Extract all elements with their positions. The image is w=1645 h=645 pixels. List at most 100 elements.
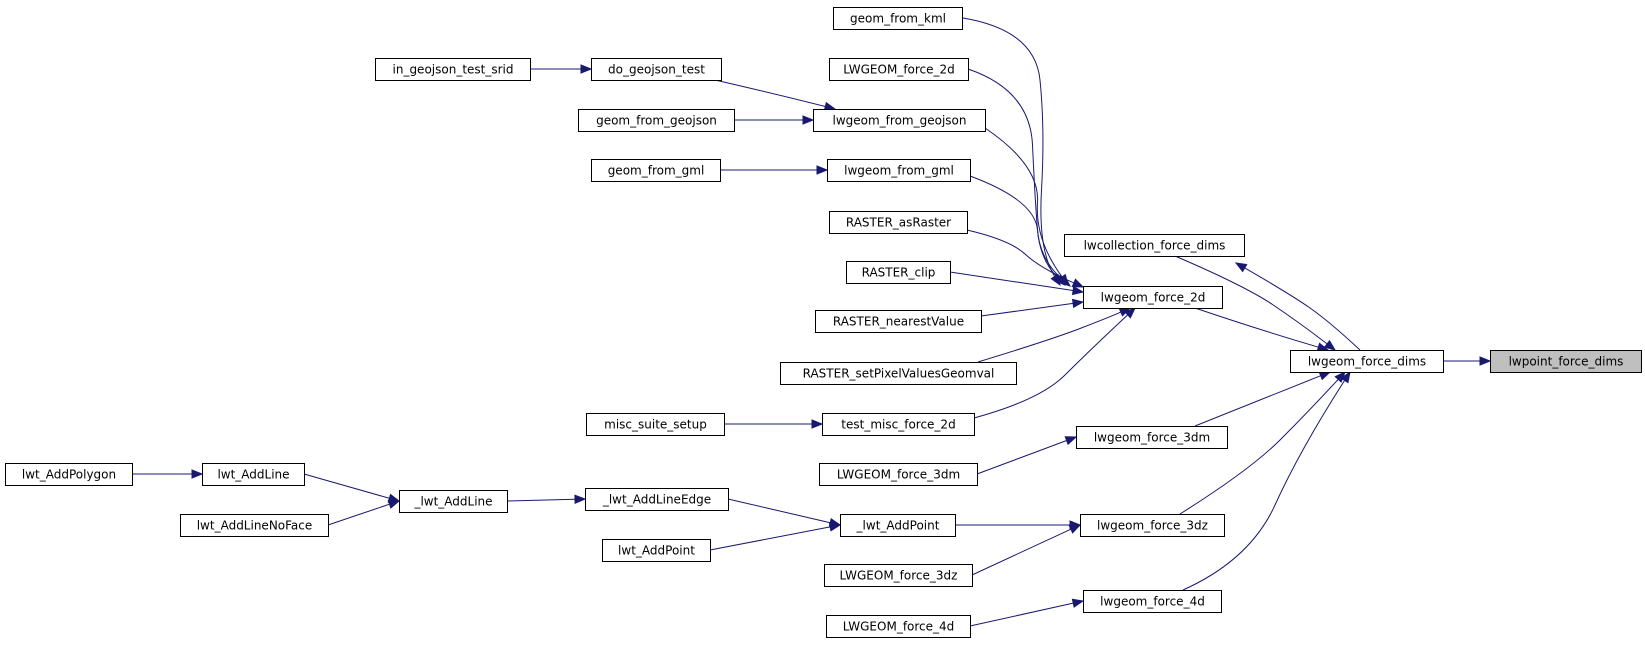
node-lwgeom_force_2d[interactable]: lwgeom_force_2d [1083,286,1223,309]
node-box [1083,590,1222,613]
node-lwt_AddLine[interactable]: lwt_AddLine [202,463,305,486]
node-box [833,7,963,30]
edge-line [977,311,1122,363]
edge-RASTER_nearestValue-to-lwgeom_force_2d [980,298,1085,317]
node-_lwt_AddLineEdge[interactable]: _lwt_AddLineEdge [585,488,729,511]
arrowhead-icon [387,499,401,509]
arrowhead-icon [580,64,593,74]
node-do_geojson_test[interactable]: do_geojson_test [591,58,722,81]
node-box [1080,514,1225,537]
arrowhead-icon [1340,370,1351,384]
node-label: LWGEOM_force_3dz [840,569,958,583]
node-label: RASTER_nearestValue [833,315,964,329]
node-lwgeom_from_gml[interactable]: lwgeom_from_gml [827,159,971,182]
node-box [375,58,531,81]
node-label: lwgeom_force_dims [1308,355,1426,369]
edge-line [303,473,390,499]
node-misc_suite_setup[interactable]: misc_suite_setup [586,413,725,436]
node-RASTER_nearestValue[interactable]: RASTER_nearestValue [815,310,982,333]
node-label: lwgeom_from_gml [844,164,954,178]
nodes-layer: lwpoint_force_dims lwgeom_force_dims lwcol… [5,7,1642,638]
node-lwgeom_force_4d[interactable]: lwgeom_force_4d [1083,590,1222,613]
node-label: lwgeom_force_3dm [1094,431,1210,445]
node-_lwt_AddLine[interactable]: _lwt_AddLine [399,490,508,513]
node-geom_from_geojson[interactable]: geom_from_geojson [578,109,735,132]
edge-_lwt_AddLineEdge-to-_lwt_AddPoint [727,498,842,528]
arrowhead-icon [1071,298,1085,309]
node-geom_from_kml[interactable]: geom_from_kml [833,7,963,30]
node-_lwt_AddPoint[interactable]: _lwt_AddPoint [840,514,956,537]
edge-line [969,602,1074,627]
edge-line [727,498,831,524]
edge-in_geojson_test_srid-to-do_geojson_test [530,64,593,74]
node-lwt_AddPolygon[interactable]: lwt_AddPolygon [5,463,133,486]
node-box [826,615,971,638]
edge-line [984,127,1063,278]
node-lwgeom_force_dims[interactable]: lwgeom_force_dims [1290,350,1444,373]
edge-_lwt_AddPoint-to-lwgeom_force_3dz [955,520,1082,530]
node-LWGEOM_force_3dz[interactable]: LWGEOM_force_3dz [824,564,973,587]
node-box [829,58,969,81]
edge-line [962,17,1056,277]
node-geom_from_gml[interactable]: geom_from_gml [591,159,721,182]
edge-misc_suite_setup-to-test_misc_force_2d [724,419,824,429]
node-label: LWGEOM_force_4d [843,620,955,634]
node-label: geom_from_kml [850,12,946,26]
edge-lwt_AddPoint-to-_lwt_AddPoint [709,522,842,551]
node-box [813,109,986,132]
node-lwcollection_force_dims[interactable]: lwcollection_force_dims [1064,234,1245,257]
node-label: in_geojson_test_srid [393,63,514,77]
node-lwgeom_force_3dm[interactable]: lwgeom_force_3dm [1076,426,1228,449]
arrowhead-icon [1071,598,1085,608]
node-label: RASTER_clip [862,266,936,280]
node-LWGEOM_force_4d[interactable]: LWGEOM_force_4d [826,615,971,638]
node-box [840,514,956,537]
node-lwt_AddLineNoFace[interactable]: lwt_AddLineNoFace [180,514,329,537]
node-RASTER_setPixelValuesGeomval[interactable]: RASTER_setPixelValuesGeomval [780,362,1017,385]
arrowhead-icon [816,165,829,175]
node-LWGEOM_force_3dm[interactable]: LWGEOM_force_3dm [819,463,978,486]
edge-lwt_AddLineNoFace-to-_lwt_AddLine [327,499,401,526]
node-lwt_AddPoint[interactable]: lwt_AddPoint [602,539,711,562]
edge-line [709,526,831,551]
edge-line [1194,375,1321,427]
node-test_misc_force_2d[interactable]: test_misc_force_2d [822,413,975,436]
arrowhead-icon [1071,278,1085,288]
edge-LWGEOM_force_2d-to-lwgeom_force_2d [967,68,1066,286]
edge-lwgeom_from_gml-to-lwgeom_force_2d [969,175,1072,287]
node-in_geojson_test_srid[interactable]: in_geojson_test_srid [375,58,531,81]
node-label: lwcollection_force_dims [1084,239,1226,253]
node-box [827,159,971,182]
arrowhead-icon [1064,436,1078,446]
node-label: lwgeom_force_3dz [1097,519,1208,533]
arrowhead-icon [574,494,587,505]
node-lwgeom_force_3dz[interactable]: lwgeom_force_3dz [1080,514,1225,537]
node-lwgeom_from_geojson[interactable]: lwgeom_from_geojson [813,109,986,132]
node-lwpoint_force_dims[interactable]: lwpoint_force_dims [1490,350,1642,373]
edge-LWGEOM_force_3dm-to-lwgeom_force_3dm [976,436,1078,475]
node-box [578,109,735,132]
node-label: lwgeom_force_4d [1100,595,1205,609]
node-label: LWGEOM_force_3dm [837,468,960,482]
node-RASTER_clip[interactable]: RASTER_clip [846,261,951,284]
edge-line [971,528,1072,576]
edge-LWGEOM_force_4d-to-lwgeom_force_4d [969,598,1085,627]
edge-geom_from_geojson-to-lwgeom_from_geojson [734,115,815,125]
edge-lwt_AddLine-to-_lwt_AddLine [303,473,401,503]
edge-line [1194,307,1319,348]
edge-line [980,302,1074,317]
arrowhead-icon [1318,371,1332,381]
node-LWGEOM_force_2d[interactable]: LWGEOM_force_2d [829,58,969,81]
node-label: test_misc_force_2d [841,418,955,432]
node-RASTER_asRaster[interactable]: RASTER_asRaster [829,211,968,234]
edge-line [1174,255,1328,345]
edge-do_geojson_test-to-lwgeom_from_geojson [714,79,837,112]
edge-lwgeom_force_dims-to-lwcollection_force_dims [1234,262,1361,351]
node-box [822,413,975,436]
node-box [846,261,951,284]
node-box [1083,286,1223,309]
edge-line [1179,379,1339,515]
node-label: lwt_AddLine [217,468,289,482]
edge-line [1182,380,1346,591]
